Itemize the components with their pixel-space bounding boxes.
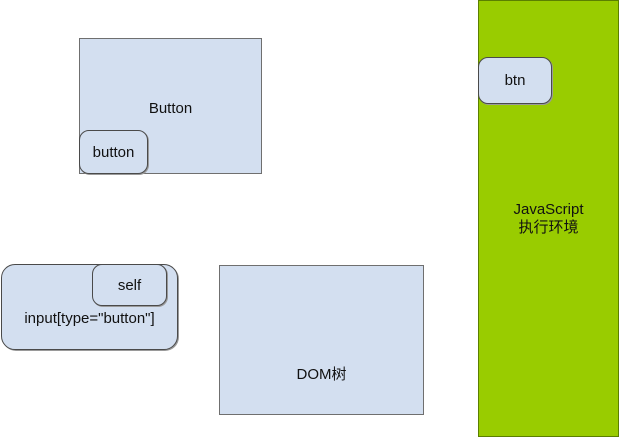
- self-pill-label: self: [117, 276, 142, 294]
- js-environment-line2: 执行环境: [518, 219, 579, 236]
- btn-pill-label: btn: [504, 72, 526, 89]
- dom-tree-label: DOM树: [296, 366, 347, 383]
- js-environment-line1: JavaScript: [513, 201, 584, 218]
- dom-tree-box: DOM树: [219, 265, 424, 415]
- button-pill-label: button: [92, 143, 135, 161]
- input-button-label: input[type="button"]: [24, 310, 155, 327]
- btn-pill: btn: [478, 57, 552, 104]
- js-environment-label: JavaScript 执行环境: [479, 201, 618, 237]
- self-pill: self: [92, 264, 167, 306]
- button-pill: button: [79, 130, 148, 174]
- button-box-label: Button: [148, 100, 193, 117]
